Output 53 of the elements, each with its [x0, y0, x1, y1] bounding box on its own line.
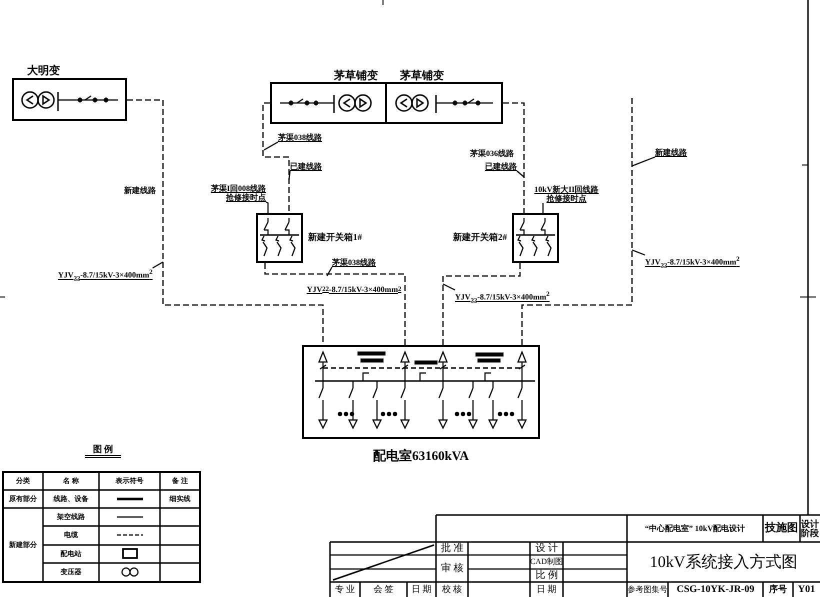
sheet-number: Y01	[796, 583, 816, 596]
signature-field-label: 会 签	[372, 583, 395, 596]
leader-line	[632, 156, 656, 167]
leader-line	[516, 170, 524, 178]
switchroom-label: 配电室63160kVA	[373, 447, 469, 465]
signature-field-label: 比 例	[534, 570, 559, 581]
drawing-title: 10kV系统接入方式图	[648, 552, 798, 572]
leader-line	[152, 261, 164, 269]
signature-field-label: 序号	[768, 583, 788, 596]
cable-line	[262, 102, 290, 213]
station-name: 茅草铺变	[400, 68, 444, 83]
line-label: YJV$_{22}$-8.7/15kV-3×400mm$^{2}$	[58, 268, 153, 284]
cable-line	[503, 102, 525, 213]
line-label: 茅渠I回008线路抢修接时点	[208, 184, 266, 202]
line-label: 新建线路	[123, 185, 157, 195]
signature-field-label: 设 计	[534, 543, 559, 554]
leader-line	[542, 203, 544, 213]
leader-line	[442, 283, 456, 291]
line-label: YJV$_{22}$-8.7/15kV-3×400mm$^{2}$	[455, 290, 550, 306]
legend-title: 图 例	[85, 444, 121, 458]
leader-line	[632, 249, 646, 256]
signature-field-label: 参考图集号	[628, 584, 667, 596]
drawing-number: CSG-10YK-JR-09	[676, 583, 756, 596]
line-label: 已建线路	[290, 162, 322, 171]
line-label: 10kV新大II回线路抢修接时点	[533, 185, 600, 203]
station-name: 大明变	[27, 64, 60, 78]
line-label: 茅渠038线路	[332, 258, 376, 267]
stage-text: 技施图	[764, 520, 799, 536]
line-label: YJV$_{22}$-8.7/15kV-3×400mm$^{2}$	[645, 255, 740, 270]
signature-field-label: 审 核	[440, 562, 464, 576]
line-label: 新建线路	[655, 148, 687, 157]
line-label: 茅渠036线路	[469, 148, 515, 158]
switch-box-label: 新建开关箱1#	[308, 231, 362, 244]
cable-line	[127, 99, 324, 345]
leader-line	[264, 141, 278, 151]
signature-field-label: 日 期	[535, 583, 558, 596]
signature-field-label: 日 期	[410, 583, 433, 596]
leader-line	[288, 170, 291, 180]
project-name: “中心配电室” 10kV配电设计	[644, 522, 746, 534]
station-name: 茅草铺变	[334, 68, 378, 83]
stage-text: 设计阶段	[801, 518, 819, 540]
cable-line	[521, 98, 633, 345]
cable-line	[264, 263, 406, 345]
leader-line	[266, 201, 269, 213]
line-label: 茅渠038线路	[278, 133, 322, 142]
signature-field-label: 校 核	[440, 583, 464, 596]
leader-line	[326, 266, 333, 276]
cable-line	[442, 263, 521, 345]
line-label: 已建线路	[485, 162, 517, 171]
switch-box-label: 新建开关箱2#	[453, 231, 507, 244]
signature-field-label: 批 准	[440, 543, 464, 554]
signature-field-label: 专 业	[334, 583, 356, 596]
signature-field-label: CAD制图	[531, 556, 562, 568]
